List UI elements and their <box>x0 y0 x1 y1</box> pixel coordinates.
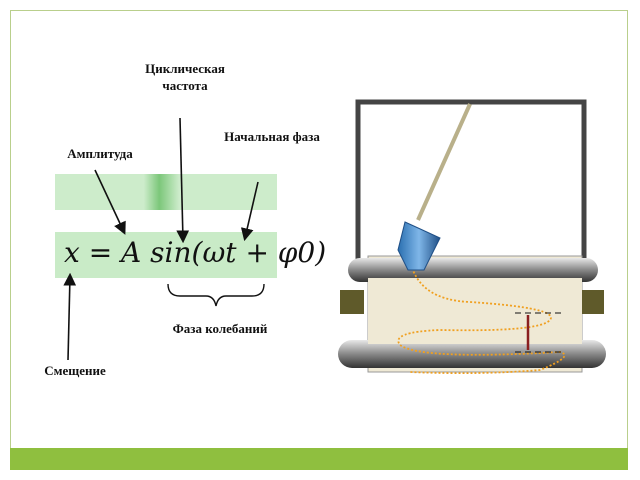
label-initial-phase: Начальная фаза <box>224 129 320 144</box>
label-amplitude: Амплитуда <box>67 146 133 161</box>
arrow-displacement <box>63 272 77 361</box>
arrow-frequency <box>176 117 190 244</box>
oscillation-trace <box>397 259 566 375</box>
label-cyclic-frequency: Циклическая частота <box>145 61 225 93</box>
highlight-band <box>55 174 277 210</box>
formula: x = A sin(ωt + φ0) <box>64 236 327 269</box>
arrow-amplitude <box>94 169 126 235</box>
footer-bar <box>10 448 628 470</box>
label-phase: Фаза колебаний <box>172 321 268 336</box>
pendulum-frame <box>355 99 587 272</box>
pendulum-string <box>416 103 472 221</box>
label-displacement: Смещение <box>44 363 106 378</box>
arrow-initial-phase <box>240 181 259 242</box>
formula-band <box>55 232 277 278</box>
pendulum-bob <box>397 221 441 271</box>
phase-brace <box>167 283 265 307</box>
